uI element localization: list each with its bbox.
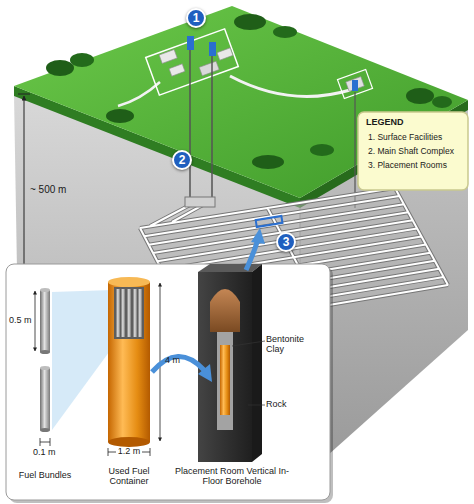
legend-entry: 3. Placement Rooms	[368, 161, 447, 171]
callout-number: 1	[186, 8, 206, 28]
leader-line	[232, 341, 265, 346]
vent-building	[346, 77, 364, 92]
callout-number: 3	[276, 232, 296, 252]
shaft	[211, 56, 213, 200]
dimension-label: 1.2 m	[114, 446, 144, 456]
shaft	[189, 50, 191, 205]
packed-bundle	[121, 289, 125, 337]
diameter-dimension	[142, 452, 150, 453]
location-arrow	[246, 238, 258, 270]
legend-text: 3. Placement Rooms	[368, 160, 447, 170]
callout-number: 2	[172, 150, 192, 170]
building	[199, 61, 219, 76]
callout-text: 3	[283, 235, 290, 249]
part-label: Placement Room Vertical In-Floor Borehol…	[170, 466, 294, 487]
tree	[234, 14, 266, 30]
dimension-label: 0.1 m	[33, 447, 56, 457]
placement-room	[210, 289, 240, 332]
dimension-tick	[40, 438, 41, 446]
part-label: Fuel Bundles	[18, 470, 72, 480]
building	[217, 48, 233, 60]
dimension-tick	[150, 448, 151, 456]
tree	[70, 53, 94, 67]
inset-panel	[6, 264, 330, 500]
fuel-bundle-end	[40, 288, 50, 292]
depth-label: ~ 500 m	[30, 184, 66, 196]
tree	[106, 109, 134, 123]
building	[159, 50, 177, 64]
packed-bundle	[116, 289, 120, 337]
tree	[273, 26, 297, 38]
shaft-station	[185, 197, 215, 207]
fuel-bundle	[40, 290, 50, 352]
container-bottom	[108, 437, 150, 447]
dimension-tick	[108, 448, 109, 456]
part-label: Bentonite Clay	[266, 334, 316, 355]
legend-entry: 2. Main Shaft Complex	[368, 147, 454, 157]
road	[230, 76, 350, 96]
fuel-bundle-end	[40, 366, 50, 370]
headframe	[209, 42, 216, 56]
width-dimension	[40, 442, 50, 443]
callout-text: 1	[193, 11, 200, 25]
callout-text: 2	[179, 153, 186, 167]
vent-headframe	[352, 80, 358, 91]
fuel-bundle-end	[40, 428, 50, 432]
legend-text: 2. Main Shaft Complex	[368, 146, 454, 156]
rock-block-side	[252, 264, 262, 462]
leader-line	[248, 405, 265, 406]
tree	[432, 96, 452, 108]
view-beam	[52, 290, 112, 430]
packed-bundle	[127, 289, 131, 337]
road	[118, 82, 160, 106]
legend-box	[358, 112, 468, 190]
tree	[406, 88, 434, 104]
packed-bundle	[133, 289, 137, 337]
part-label: Used Fuel Container	[92, 466, 166, 487]
dimension-tick	[50, 438, 51, 446]
location-arrow-head	[251, 228, 265, 244]
transfer-arrow-head	[198, 364, 212, 382]
tree	[46, 60, 74, 76]
room-highlight	[256, 216, 283, 227]
tree	[252, 155, 284, 169]
site-fence	[146, 29, 239, 95]
fuel-bundle	[40, 368, 50, 430]
legend-title: LEGEND	[366, 117, 404, 127]
packed-bundle	[138, 289, 142, 337]
part-label: Rock	[266, 399, 287, 409]
borehole-container	[220, 345, 230, 415]
bentonite-fill	[217, 332, 233, 430]
length-dimension	[35, 291, 36, 351]
rock-block	[198, 272, 252, 462]
dimension-label: 0.5 m	[9, 315, 32, 325]
container-top	[108, 277, 150, 287]
building	[169, 64, 185, 76]
dimension-tick	[18, 94, 30, 95]
legend-text: 1. Surface Facilities	[368, 132, 442, 142]
diameter-dimension	[108, 452, 116, 453]
headframe	[187, 36, 194, 50]
rock-block-top	[198, 264, 262, 272]
vent-shaft	[354, 92, 355, 208]
tree	[310, 144, 334, 156]
container-cutaway	[114, 287, 144, 339]
dimension-label: 4 m	[165, 355, 180, 365]
legend-entry: 1. Surface Facilities	[368, 133, 442, 143]
fuel-container	[108, 282, 150, 442]
ground-surface	[14, 6, 468, 198]
fuel-bundle-end	[40, 350, 50, 354]
